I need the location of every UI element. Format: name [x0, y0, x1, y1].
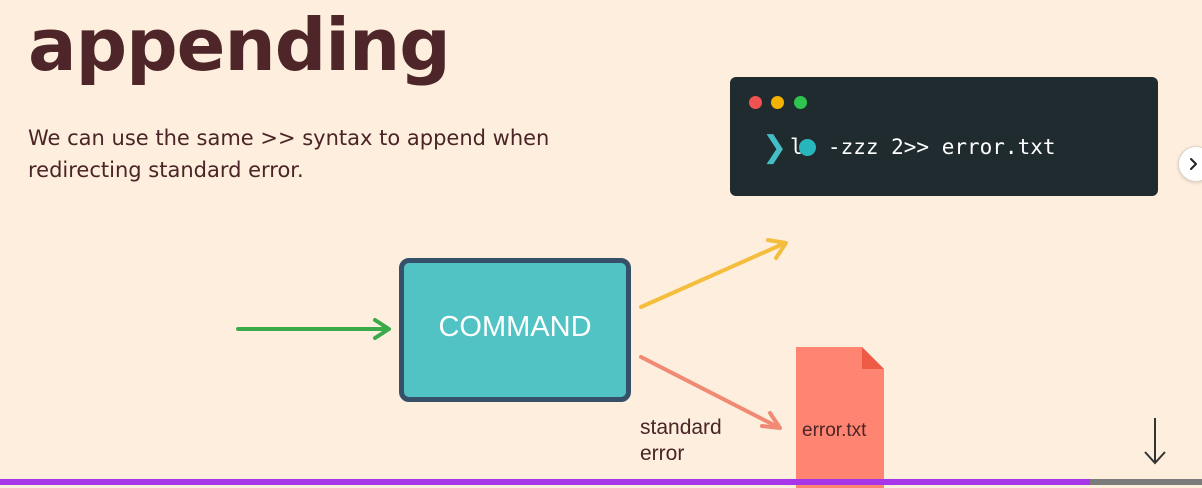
- minimize-dot-icon: [771, 96, 784, 109]
- command-label: COMMAND: [438, 311, 592, 343]
- next-slide-button[interactable]: [1178, 146, 1202, 182]
- prompt-chevron-icon: ❯: [762, 130, 788, 165]
- slide-description: We can use the same >> syntax to append …: [28, 126, 550, 182]
- file-label: error.txt: [802, 420, 867, 441]
- chevron-right-icon: [1190, 158, 1197, 170]
- stdout-arrow: [639, 238, 788, 309]
- command-box: COMMAND: [399, 258, 631, 402]
- arrow-down-icon[interactable]: [1142, 416, 1168, 466]
- progress-fill: [0, 479, 1091, 485]
- input-arrow: [236, 318, 391, 340]
- stderr-arrow: [639, 355, 782, 430]
- maximize-dot-icon: [794, 96, 807, 109]
- stderr-label: standard error: [640, 416, 722, 465]
- close-dot-icon: [749, 96, 762, 109]
- file-icon: [796, 347, 884, 488]
- mouse-cursor-icon: [799, 139, 816, 156]
- slide-title: appending: [28, 3, 451, 87]
- slide-progress-bar[interactable]: [0, 479, 1202, 485]
- terminal-window: ❯ ls -zzz 2>> error.txt: [730, 77, 1158, 196]
